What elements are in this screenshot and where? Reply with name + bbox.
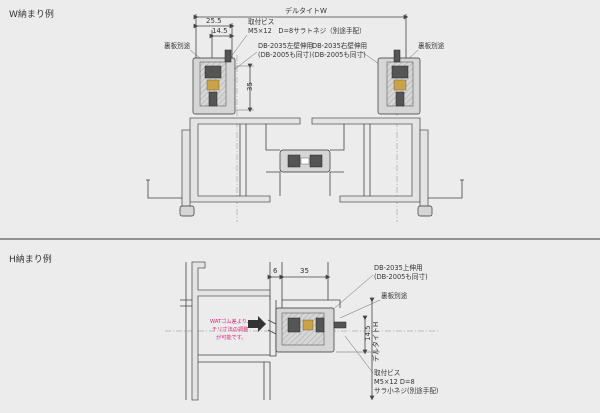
top-part-label-1: DB-2035上伸用 <box>374 263 423 272</box>
h-screw-label-2: M5×12 D=8 <box>374 378 415 386</box>
screw-label-2: M5×12 D=8サラトネジ（別途手配） <box>248 26 366 35</box>
note-line-1: WATゴム差より、 <box>210 317 252 325</box>
middle-connector <box>279 149 331 173</box>
backing-left-label: 裏板別途 <box>164 41 191 50</box>
dim-25-5: 25.5 <box>206 17 222 25</box>
screw-label-1: 取付ビス <box>248 17 274 26</box>
right-part-label-1: DB-2035右壁伸用 <box>312 41 367 50</box>
dim-14-5: 14.5 <box>212 27 228 35</box>
h-hardware <box>267 299 347 353</box>
h-dim-35: 35 <box>300 267 309 275</box>
right-part-label-2: (DB-2005も同寸) <box>312 50 366 59</box>
w-section-title: W納まり例 <box>9 8 54 20</box>
left-part-label-1: DB-2035左壁伸用 <box>258 41 313 50</box>
left-hardware <box>192 49 236 115</box>
h-screw-label-1: 取付ビス <box>374 368 400 377</box>
left-part-label-2: (DB-2005も同寸) <box>258 50 312 59</box>
h-screw-label-3: サラ小ネジ(別途手配) <box>374 386 439 395</box>
h-dim-6: 6 <box>273 267 278 275</box>
delta-h-label: デルタイトH <box>371 322 380 362</box>
w-detail-drawing: デルタイトW 25.5 14.5 35 取付ビス M5×12 D=8サラトネジ（… <box>146 6 464 222</box>
note-line-2: チリ寸法の調整 <box>212 325 248 333</box>
note-line-3: が可能です。 <box>216 333 247 341</box>
h-section-title: H納まり例 <box>9 253 52 265</box>
h-dim-14-5: 14.5 <box>364 325 372 341</box>
h-backing-label: 裏板別途 <box>381 291 408 300</box>
h-detail-drawing: 6 35 14.5 デルタイトH DB-2035上伸用 (DB-2005も同寸)… <box>165 261 440 401</box>
top-part-label-2: (DB-2005も同寸) <box>374 272 428 281</box>
dim-35-vertical: 35 <box>246 82 254 91</box>
delta-w-label: デルタイトW <box>285 6 327 15</box>
backing-right-label: 裏板別途 <box>418 41 445 50</box>
arrow-right-icon <box>248 316 266 332</box>
right-hardware <box>377 49 421 115</box>
